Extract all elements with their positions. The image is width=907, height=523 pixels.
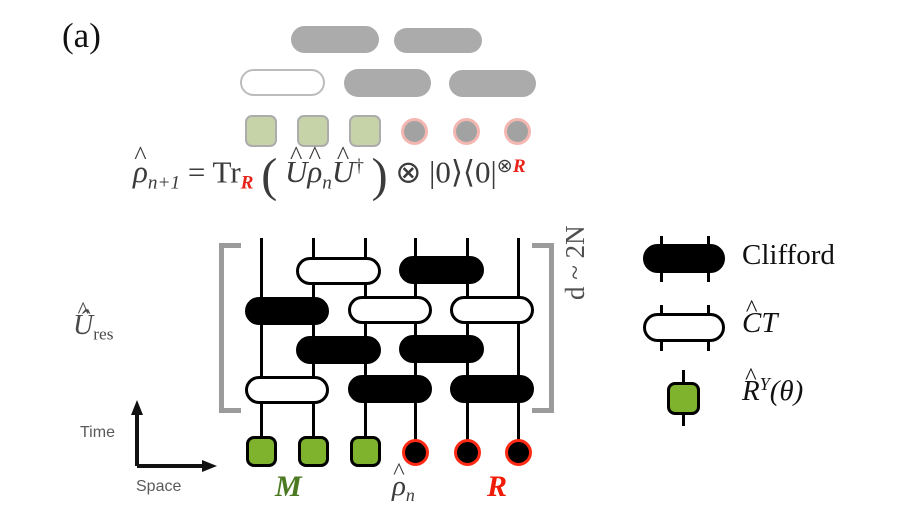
dagger-symbol: † [354,155,364,177]
paren-close: ) [371,149,388,202]
gate-ct [348,296,432,324]
trace-symbol: Tr [212,154,241,190]
trace-subscript-R: R [240,172,254,194]
qubit-wire-1 [260,238,263,440]
legend-item-clifford: Clifford [630,230,907,290]
ghost-circuit [0,0,907,150]
rotation-gate-qubit-1 [246,436,277,467]
ghost-rotation-gate [297,115,329,147]
ghost-gate-clifford [344,69,431,97]
ghost-reset-qubit [504,118,531,145]
gate-ct [450,296,534,324]
legend-label-clifford: Clifford [742,239,835,271]
panel-label: (a) [62,16,101,55]
rho-hat-lhs: ^ρ [133,141,148,190]
reset-qubit-5 [454,439,481,466]
gate-ct [296,257,381,285]
tensor-power-R: R [512,155,526,177]
state-label-rho-n: ^ρn [392,457,415,505]
ghost-gate-ct [240,69,325,96]
legend-label-rotation: ^RY(θ) [742,362,804,407]
reset-label-R: R [487,470,508,503]
gate-ct [245,376,329,404]
update-equation: ^ρn+1 = TrR ( ^U^ρn^U† ) ⊗ |0⟩⟨0|⊗R [133,141,526,202]
bracket-left [219,243,241,413]
black-pill-gate-icon [643,244,725,273]
gate-clifford [348,375,432,403]
gate-clifford [296,336,381,364]
legend-label-ct: ^CT [742,294,778,339]
white-pill-gate-icon [643,313,725,342]
u-hat-dagger: ^U [331,141,355,190]
ghost-reset-qubit [453,118,480,145]
zero-projector: |0⟩⟨0| [429,154,497,190]
u-hat: ^U [284,141,308,190]
rotation-gate-qubit-2 [298,436,329,467]
ghost-gate-clifford [449,70,536,97]
ghost-reset-qubit [401,118,428,145]
gate-clifford [399,335,484,363]
legend-item-ct: ^CT [630,294,907,359]
paren-open: ( [261,149,278,202]
gate-clifford [450,375,534,403]
green-square-gate-icon [667,382,700,415]
gate-clifford [399,256,484,284]
legend: Clifford ^CT ^RY(θ) [630,230,907,430]
time-axis-label: Time [80,424,115,441]
measured-label-M: M [275,470,302,503]
ghost-gate-clifford [291,26,379,53]
axes-arrows [131,400,217,472]
reset-qubit-6 [505,439,532,466]
qubit-wire-6 [517,238,520,440]
rotation-gate-qubit-3 [350,436,381,467]
main-circuit: ^Ûres d ~ 2N Time Space M ^ρn R [73,225,590,505]
equals-sign: = [187,154,206,190]
ghost-rotation-gate [245,115,277,147]
u-res-label: ^Ûres [73,298,114,344]
gate-clifford [245,297,329,325]
rho-hat-n: ^ρ [307,141,323,190]
ghost-gate-clifford [394,28,482,53]
tensor-power: ⊗ [496,155,513,177]
ghost-rotation-gate [349,115,381,147]
reset-qubit-4 [402,439,429,466]
space-axis-label: Space [136,478,182,495]
bracket-right [532,243,554,413]
depth-label: d ~ 2N [560,225,590,300]
tensor-symbol: ⊗ [395,154,422,190]
legend-item-rotation: ^RY(θ) [630,362,907,430]
